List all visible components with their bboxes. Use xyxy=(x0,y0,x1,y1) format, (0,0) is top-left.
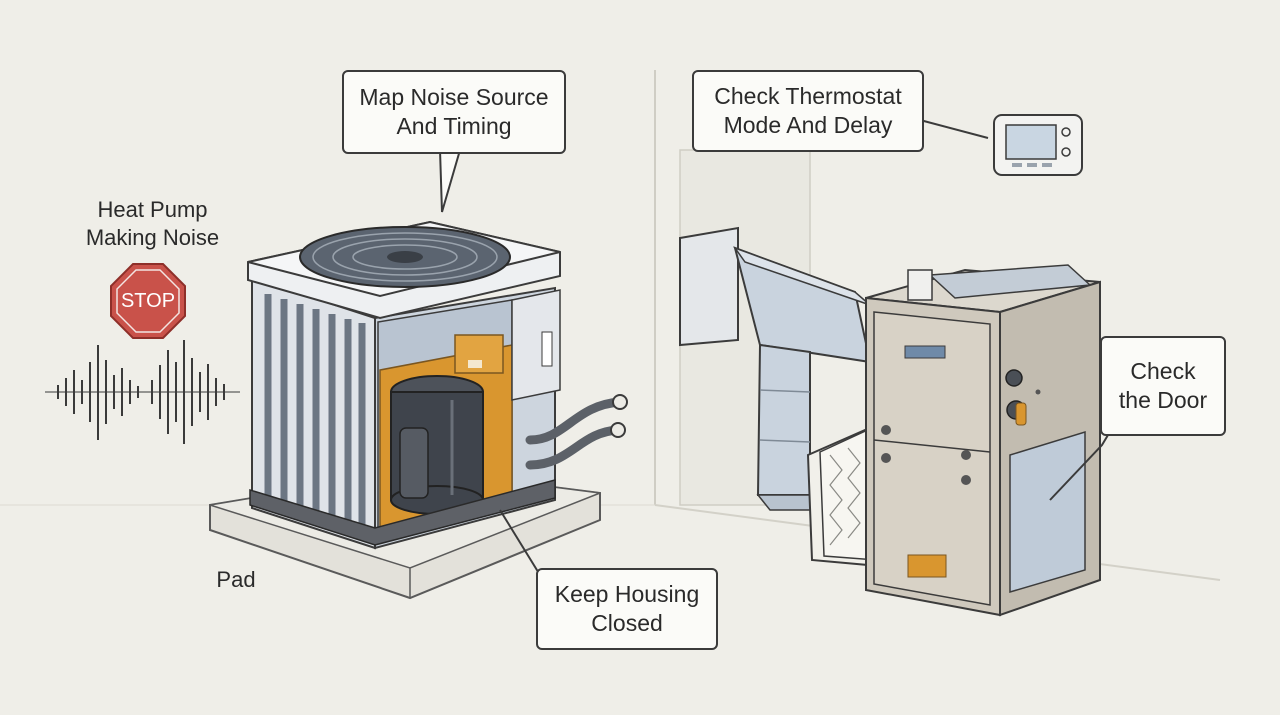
stop-sign-label: STOP xyxy=(120,290,176,312)
callout-housing-line-1: Keep Housing xyxy=(554,581,700,607)
title-line-2: Making Noise xyxy=(85,225,220,250)
thermostat xyxy=(993,114,1083,176)
callout-noise-source: Map Noise Source And Timing xyxy=(342,70,566,154)
callout-thermostat-line-2: Mode And Delay xyxy=(723,112,893,138)
diagram-title: Heat Pump Making Noise xyxy=(60,196,245,252)
callout-thermostat-line-1: Check Thermostat xyxy=(714,83,902,109)
callout-thermostat: Check Thermostat Mode And Delay xyxy=(692,70,924,152)
sound-wave xyxy=(45,340,240,444)
callout-housing-line-2: Closed xyxy=(591,610,663,636)
title-line-1: Heat Pump xyxy=(97,197,208,222)
furnace xyxy=(865,264,1101,617)
stop-sign xyxy=(110,263,186,339)
heat-pump-unit xyxy=(247,220,628,550)
callout-pointers xyxy=(438,119,1109,576)
callout-door-line-1: Check xyxy=(1130,358,1196,384)
callout-door-line-2: the Door xyxy=(1118,387,1208,413)
callout-noise-source-line-2: And Timing xyxy=(396,113,512,139)
pad-label: Pad xyxy=(216,567,256,592)
callout-door: Check the Door xyxy=(1100,336,1226,436)
callout-noise-source-line-1: Map Noise Source xyxy=(359,84,549,110)
callout-housing: Keep Housing Closed xyxy=(536,568,718,650)
